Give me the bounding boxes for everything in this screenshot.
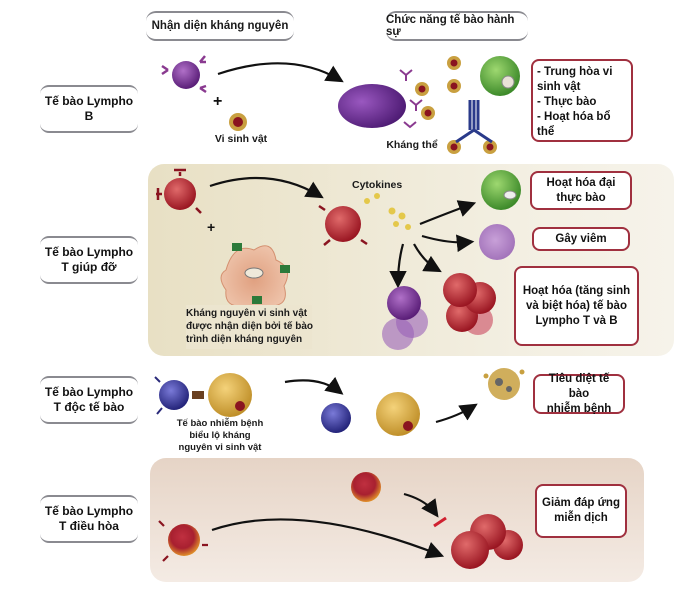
header-recognition: Nhận diện kháng nguyên: [146, 11, 294, 41]
arrow: [389, 243, 407, 289]
arrow: [217, 62, 344, 83]
arrow: [435, 403, 478, 424]
caption-apc: Kháng nguyên vi sinh vật được nhận diện …: [186, 308, 314, 345]
t-cell-cluster: [443, 273, 496, 335]
b-lymphocyte: [161, 55, 207, 94]
caption-apc-box: [186, 305, 312, 349]
function-box-kill-infected: Tiêu diệt tế bào nhiễm bệnh: [533, 373, 625, 415]
macrophage: [481, 170, 521, 210]
helper-t-cell: [156, 168, 202, 214]
function-box-activate-macrophage: Hoạt hóa đại thực bào: [530, 171, 632, 210]
arrow: [419, 200, 477, 226]
row-label-b-cell: Tế bào Lympho B: [40, 85, 138, 133]
infected-cell: [192, 373, 252, 417]
granulocyte: [479, 224, 515, 260]
header-effector: Chức năng tế bào hành sự: [386, 11, 528, 41]
arrow: [413, 243, 442, 273]
antibodies-and-microbes: [399, 56, 520, 154]
caption-antibody: Kháng thể: [386, 139, 438, 151]
arrow: [403, 492, 439, 518]
arrow: [284, 376, 344, 395]
caption-cytokines: Cytokines: [352, 179, 402, 191]
row-label-regulatory-t: Tế bào Lympho T điều hòa: [40, 495, 138, 543]
function-box-inflammation: Gây viêm: [532, 227, 630, 251]
suppressed-t-cells: [451, 514, 523, 569]
inhibition-bar: [433, 516, 447, 528]
dead-cell: [483, 368, 525, 400]
activated-helper-t-cell: [318, 204, 368, 246]
arrow: [211, 518, 445, 559]
function-box-b-cell: - Trung hòa vi sinh vật - Thực bào - Hoạ…: [531, 59, 633, 142]
arrow: [421, 234, 475, 253]
function-box-suppress-immunity: Giảm đáp ứng miễn dịch: [535, 484, 627, 538]
function-box-activate-lymphocytes: Hoạt hóa (tăng sinh và biệt hóa) tế bào …: [514, 266, 639, 346]
microbe-icon: [229, 113, 247, 131]
plasma-cell: [338, 84, 406, 128]
cytokines: [364, 193, 411, 230]
regulatory-t-cell: [158, 472, 381, 562]
cytotoxic-t-cell: [154, 376, 189, 415]
plus-sign: +: [207, 219, 215, 235]
caption-infected-cell: Tế bào nhiễm bệnh biểu lộ kháng nguyên v…: [176, 418, 264, 453]
antigen-presenting-cell: [220, 243, 290, 314]
caption-microbe: Vi sinh vật: [214, 133, 268, 145]
row-label-cytotoxic-t: Tế bào Lympho T độc tế bào: [40, 376, 138, 424]
arrow: [209, 176, 324, 199]
row-label-helper-t: Tế bào Lympho T giúp đỡ: [40, 236, 138, 284]
killing-t-cell: [321, 392, 420, 436]
plus-sign: +: [213, 93, 222, 110]
b-cell-cluster: [382, 286, 428, 350]
